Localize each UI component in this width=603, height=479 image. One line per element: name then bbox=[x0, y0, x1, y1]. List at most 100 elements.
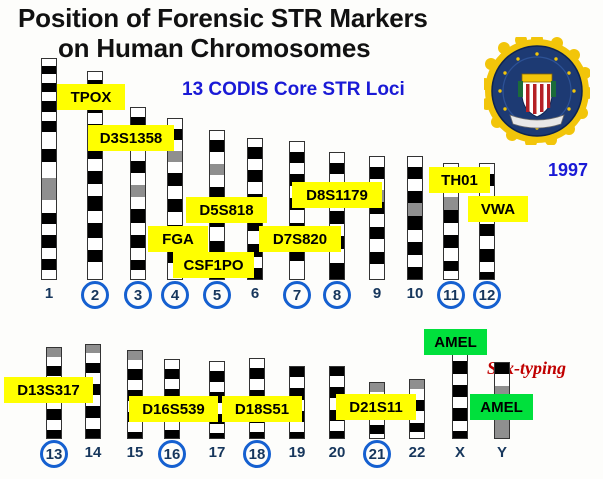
chromosome-band bbox=[408, 157, 422, 167]
chromosome-band bbox=[42, 120, 56, 132]
chromosome-band bbox=[210, 424, 224, 434]
str-marker-vwa[interactable]: VWA bbox=[468, 196, 528, 222]
chromosome-label-Y[interactable]: Y bbox=[496, 444, 507, 461]
chromosome-label-3[interactable]: 3 bbox=[124, 281, 152, 309]
chromosome-band bbox=[42, 111, 56, 121]
chromosome-band bbox=[131, 270, 145, 279]
chromosome-label-6[interactable]: 6 bbox=[250, 285, 260, 302]
chromosome-band bbox=[47, 429, 61, 438]
chromosome-band bbox=[165, 378, 179, 389]
chromosome-band bbox=[480, 261, 494, 273]
chromosome-band bbox=[47, 409, 61, 420]
str-marker-tpox[interactable]: TPOX bbox=[57, 84, 125, 110]
chromosome-band bbox=[370, 238, 384, 253]
chromosome-1 bbox=[41, 58, 57, 280]
str-marker-d18s51[interactable]: D18S51 bbox=[222, 396, 302, 422]
chromosome-band bbox=[42, 100, 56, 112]
chromosome-label-22[interactable]: 22 bbox=[408, 444, 426, 461]
chromosome-band bbox=[330, 174, 344, 186]
str-marker-d5s818[interactable]: D5S818 bbox=[186, 197, 267, 223]
str-marker-d13s317[interactable]: D13S317 bbox=[4, 377, 93, 403]
str-marker-amel[interactable]: AMEL bbox=[470, 394, 533, 420]
chromosome-band bbox=[42, 224, 56, 235]
chromosome-label-16[interactable]: 16 bbox=[158, 440, 186, 468]
chromosome-band bbox=[42, 188, 56, 200]
chromosome-band bbox=[86, 345, 100, 354]
chromosome-label-17[interactable]: 17 bbox=[208, 444, 226, 461]
chromosome-band bbox=[410, 411, 424, 423]
str-marker-d16s539[interactable]: D16S539 bbox=[129, 396, 218, 422]
chromosome-band bbox=[250, 432, 264, 438]
chromosome-band bbox=[210, 362, 224, 372]
str-marker-d21s11[interactable]: D21S11 bbox=[336, 394, 416, 420]
chromosome-label-1[interactable]: 1 bbox=[44, 285, 54, 302]
chromosome-label-13[interactable]: 13 bbox=[40, 440, 68, 468]
chromosome-band bbox=[408, 178, 422, 192]
chromosome-band bbox=[128, 379, 142, 391]
chromosome-band bbox=[210, 175, 224, 188]
str-marker-csf1po[interactable]: CSF1PO bbox=[173, 252, 254, 278]
chromosome-band bbox=[168, 151, 182, 163]
chromosome-band bbox=[42, 213, 56, 224]
chromosome-band bbox=[86, 384, 100, 396]
chromosome-band bbox=[165, 360, 179, 369]
chromosome-label-21[interactable]: 21 bbox=[363, 440, 391, 468]
chromosome-label-2[interactable]: 2 bbox=[81, 281, 109, 309]
chromosome-label-9[interactable]: 9 bbox=[372, 285, 382, 302]
chromosome-band bbox=[42, 162, 56, 178]
chromosome-band bbox=[444, 235, 458, 248]
chromosome-band bbox=[131, 208, 145, 223]
chromosome-band bbox=[444, 222, 458, 236]
chromosome-band bbox=[453, 420, 467, 431]
chromosome-band bbox=[88, 183, 102, 197]
str-marker-d7s820[interactable]: D7S820 bbox=[259, 226, 341, 252]
chromosome-label-12[interactable]: 12 bbox=[473, 281, 501, 309]
chromosome-band bbox=[330, 153, 344, 164]
chromosome-label-19[interactable]: 19 bbox=[288, 444, 306, 461]
chromosome-band bbox=[42, 74, 56, 84]
chromosome-band bbox=[88, 223, 102, 238]
chromosome-band bbox=[42, 177, 56, 189]
chromosome-band bbox=[480, 223, 494, 237]
chromosome-label-X[interactable]: X bbox=[454, 444, 465, 461]
chromosome-label-14[interactable]: 14 bbox=[84, 444, 102, 461]
chromosome-band bbox=[42, 248, 56, 260]
chromosome-band bbox=[408, 230, 422, 243]
chromosome-band bbox=[370, 264, 384, 279]
chromosome-band bbox=[131, 184, 145, 197]
chromosome-band bbox=[42, 235, 56, 249]
chromosome-band bbox=[250, 422, 264, 433]
chromosome-band bbox=[330, 210, 344, 224]
chromosome-band bbox=[370, 214, 384, 227]
chromosome-band bbox=[250, 389, 264, 401]
chromosome-band bbox=[86, 372, 100, 385]
chromosome-label-7[interactable]: 7 bbox=[283, 281, 311, 309]
chromosome-band bbox=[290, 388, 304, 400]
chromosome-label-8[interactable]: 8 bbox=[323, 281, 351, 309]
chromosome-band bbox=[168, 199, 182, 212]
chromosome-label-18[interactable]: 18 bbox=[243, 440, 271, 468]
chromosome-band bbox=[168, 119, 182, 129]
str-marker-th01[interactable]: TH01 bbox=[429, 167, 490, 193]
chromosome-band bbox=[42, 199, 56, 213]
str-marker-d8s1179[interactable]: D8S1179 bbox=[292, 182, 382, 208]
chromosome-band bbox=[453, 360, 467, 374]
str-marker-fga[interactable]: FGA bbox=[148, 226, 208, 252]
chromosome-label-11[interactable]: 11 bbox=[437, 281, 465, 309]
chromosome-label-20[interactable]: 20 bbox=[328, 444, 346, 461]
str-marker-d3s1358[interactable]: D3S1358 bbox=[88, 125, 174, 151]
chromosome-band bbox=[131, 108, 145, 117]
chromosome-label-5[interactable]: 5 bbox=[203, 281, 231, 309]
chromosome-band bbox=[444, 247, 458, 261]
chromosome-band bbox=[330, 430, 344, 438]
chromosome-band bbox=[408, 242, 422, 255]
chromosome-band bbox=[290, 367, 304, 377]
chromosome-band bbox=[210, 240, 224, 254]
chromosome-label-10[interactable]: 10 bbox=[406, 285, 424, 302]
chromosome-label-4[interactable]: 4 bbox=[161, 281, 189, 309]
chromosome-label-15[interactable]: 15 bbox=[126, 444, 144, 461]
chromosome-band bbox=[453, 373, 467, 385]
str-marker-amel[interactable]: AMEL bbox=[424, 329, 487, 355]
page-title-line2: on Human Chromosomes bbox=[58, 33, 371, 63]
chromosome-band bbox=[131, 260, 145, 271]
